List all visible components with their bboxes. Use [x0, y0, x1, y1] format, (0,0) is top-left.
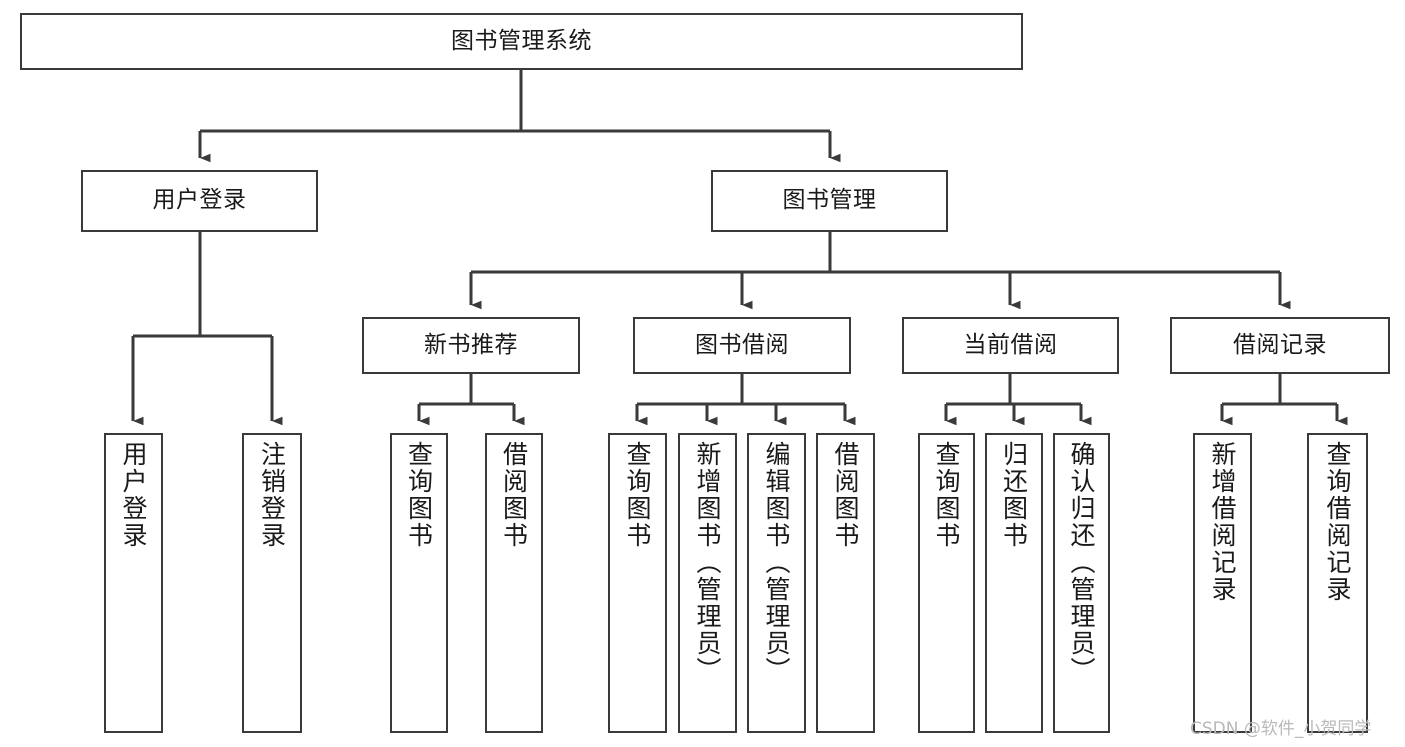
node-borrow-record[interactable]: 借阅记录 — [1170, 317, 1390, 374]
node-leaf-user-logout[interactable]: 注销登录 — [242, 433, 302, 733]
node-book-manage-label: 图书管理 — [782, 187, 877, 214]
node-leaf-borrow-book-rec-label: 借阅图书 — [499, 441, 529, 549]
node-leaf-confirm-return-admin-label: 确认归还（管理员） — [1067, 441, 1096, 684]
node-leaf-edit-book-admin-label: 编辑图书（管理员） — [762, 441, 791, 684]
node-leaf-borrow-book-rec[interactable]: 借阅图书 — [485, 433, 543, 733]
node-leaf-query-book-cur[interactable]: 查询图书 — [918, 433, 975, 733]
node-leaf-user-login[interactable]: 用户登录 — [104, 433, 163, 733]
node-book-manage[interactable]: 图书管理 — [711, 170, 948, 232]
node-current-borrow-label: 当前借阅 — [963, 331, 1058, 358]
node-leaf-query-book-borrow[interactable]: 查询图书 — [608, 433, 667, 733]
node-leaf-query-book-borrow-label: 查询图书 — [623, 441, 652, 549]
node-new-book-rec-label: 新书推荐 — [424, 331, 518, 358]
node-current-borrow[interactable]: 当前借阅 — [902, 317, 1119, 374]
node-root[interactable]: 图书管理系统 — [20, 13, 1023, 70]
node-leaf-query-book-rec[interactable]: 查询图书 — [390, 433, 448, 733]
node-root-label: 图书管理系统 — [451, 27, 592, 54]
node-new-book-rec[interactable]: 新书推荐 — [362, 317, 580, 374]
node-borrow-record-label: 借阅记录 — [1233, 331, 1327, 358]
node-user-login-label: 用户登录 — [152, 187, 247, 214]
node-leaf-return-book-label: 归还图书 — [999, 441, 1029, 549]
node-leaf-add-borrow-record[interactable]: 新增借阅记录 — [1193, 433, 1252, 733]
node-leaf-add-book-admin-label: 新增图书（管理员） — [693, 441, 722, 684]
node-leaf-query-book-rec-label: 查询图书 — [404, 441, 434, 549]
node-leaf-user-login-label: 用户登录 — [119, 441, 148, 549]
node-leaf-confirm-return-admin[interactable]: 确认归还（管理员） — [1053, 433, 1110, 733]
node-leaf-add-borrow-record-label: 新增借阅记录 — [1208, 441, 1237, 603]
node-book-borrow-label: 图书借阅 — [695, 331, 789, 358]
node-leaf-return-book[interactable]: 归还图书 — [985, 433, 1043, 733]
node-leaf-user-logout-label: 注销登录 — [257, 441, 287, 549]
node-leaf-query-book-cur-label: 查询图书 — [932, 441, 961, 549]
node-book-borrow[interactable]: 图书借阅 — [633, 317, 851, 374]
node-leaf-edit-book-admin[interactable]: 编辑图书（管理员） — [747, 433, 806, 733]
node-user-login[interactable]: 用户登录 — [81, 170, 318, 232]
node-leaf-query-borrow-record[interactable]: 查询借阅记录 — [1307, 433, 1368, 733]
node-leaf-add-book-admin[interactable]: 新增图书（管理员） — [678, 433, 737, 733]
node-leaf-borrow-book-label: 借阅图书 — [831, 441, 860, 549]
node-leaf-borrow-book[interactable]: 借阅图书 — [816, 433, 875, 733]
node-leaf-query-borrow-record-label: 查询借阅记录 — [1323, 441, 1352, 603]
